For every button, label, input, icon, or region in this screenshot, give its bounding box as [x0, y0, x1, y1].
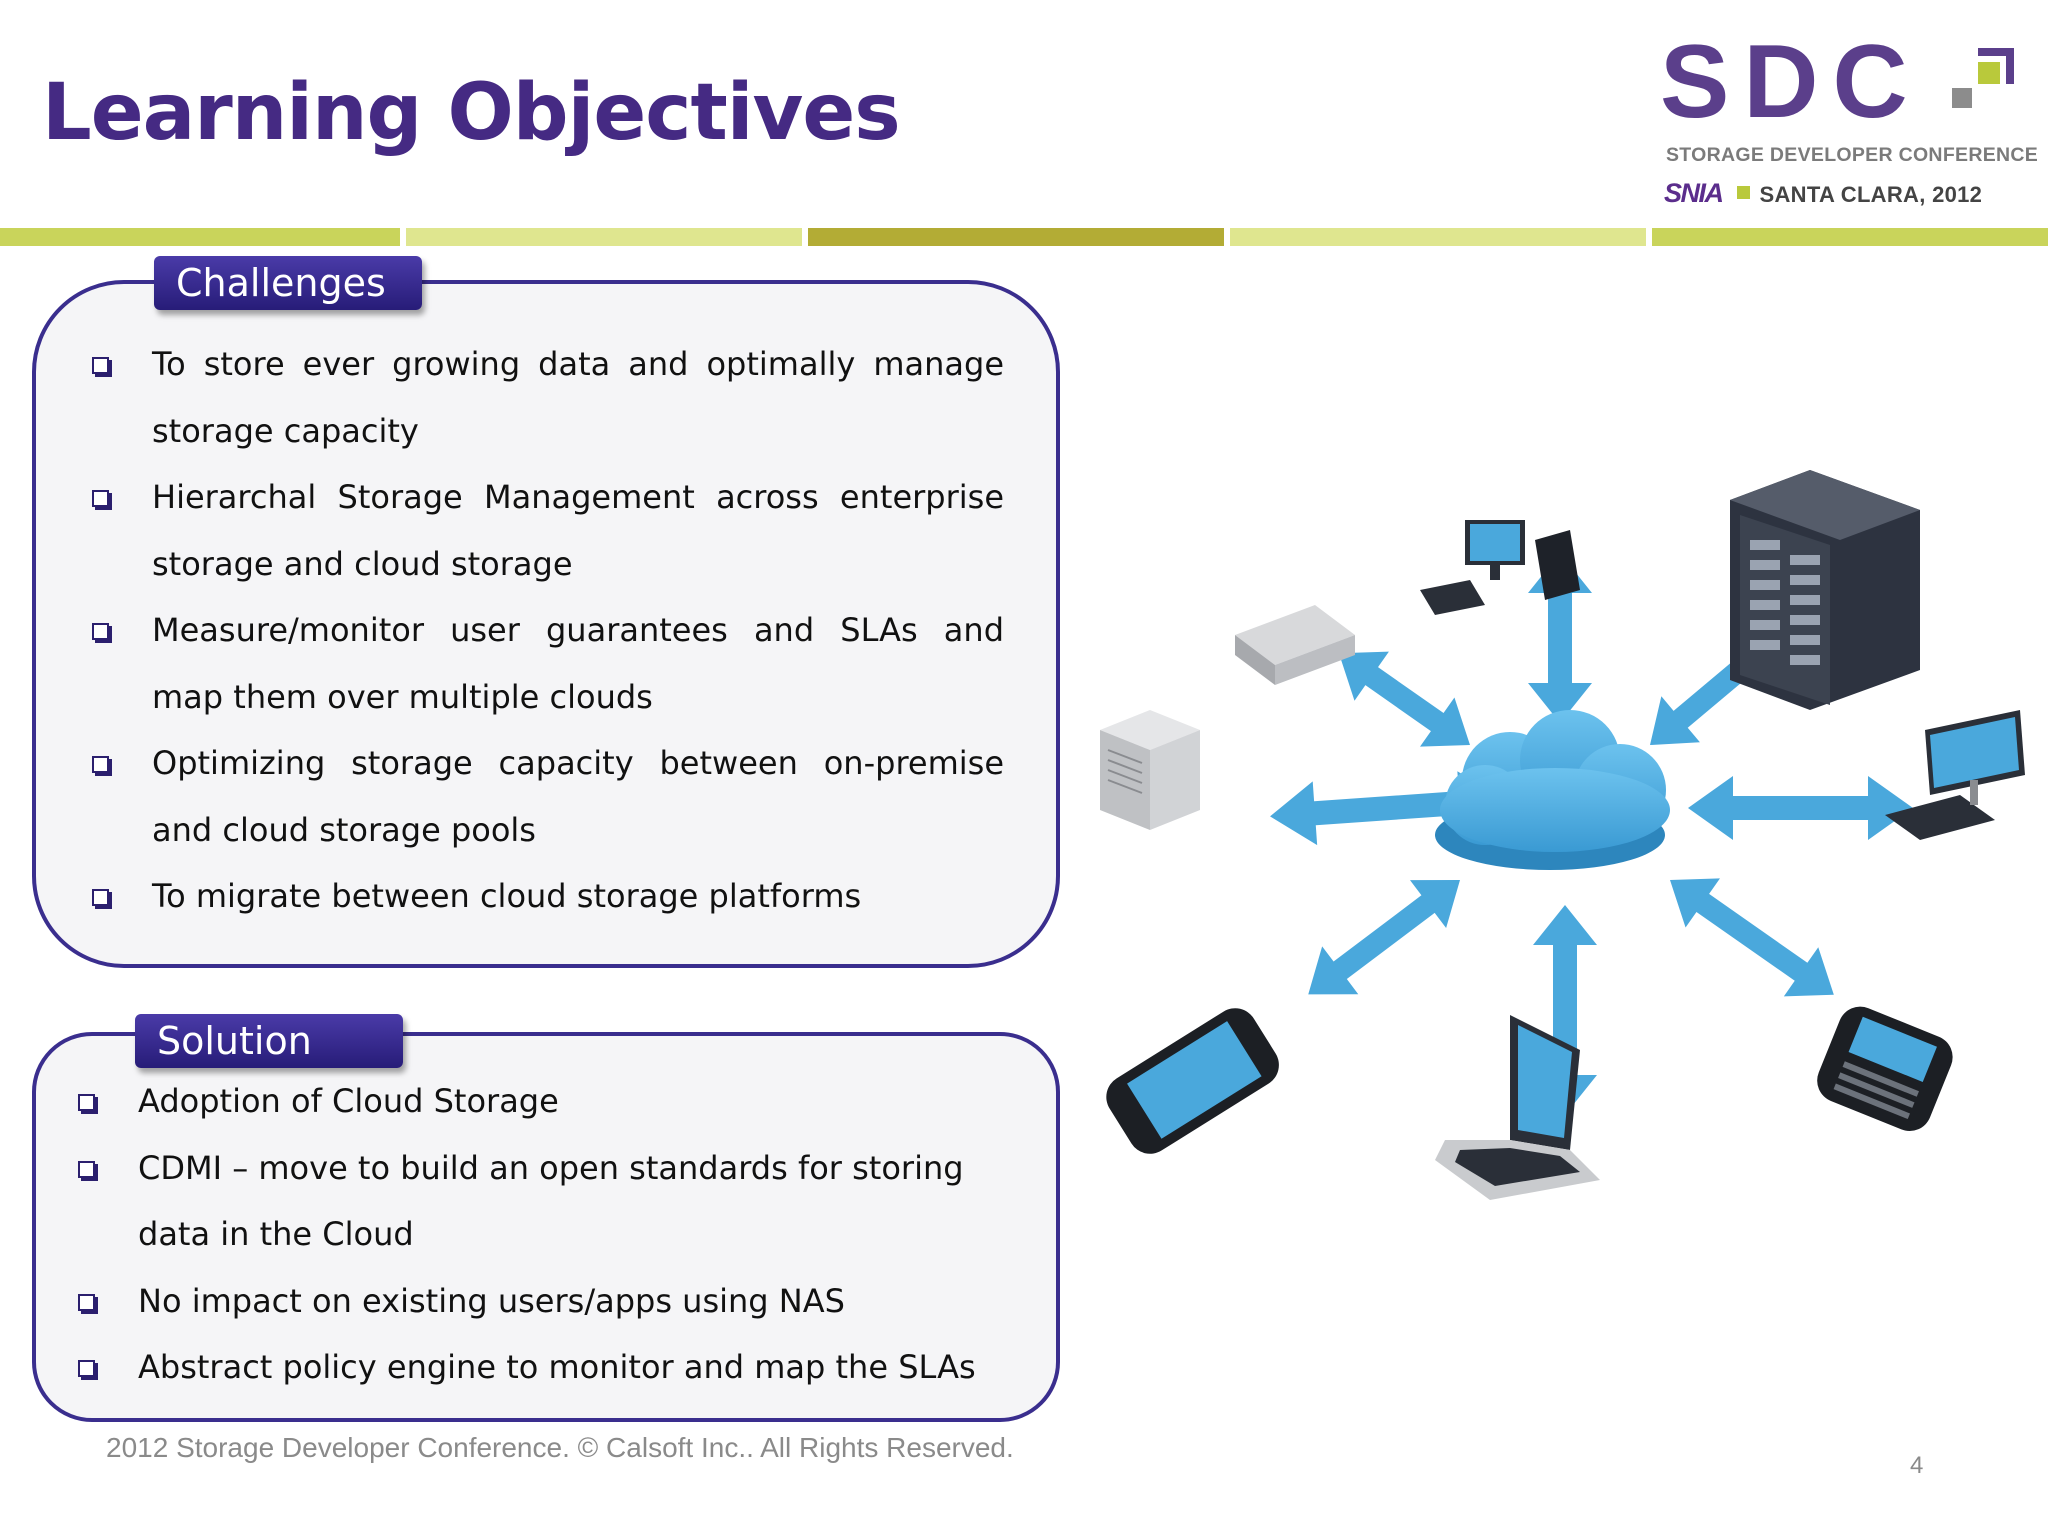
- page-number: 4: [1910, 1452, 1924, 1479]
- arrow-lower-right: [1670, 878, 1834, 997]
- list-item: Optimizing storage capacity between on-p…: [92, 730, 1004, 863]
- checkbox-bullet-icon: [78, 1160, 95, 1178]
- logo-square-icon: [1736, 186, 1750, 199]
- tower-server-icon: [1100, 710, 1200, 830]
- list-item: Measure/monitor user guarantees and SLAs…: [92, 597, 1004, 730]
- checkbox-bullet-icon: [92, 357, 109, 374]
- blackberry-phone-icon: [1817, 1006, 1953, 1132]
- list-item: Hierarchal Storage Management across ent…: [92, 464, 1004, 597]
- checkbox-bullet-icon: [78, 1094, 95, 1111]
- cloud-icon: [1435, 710, 1670, 870]
- logo-bottom-line: SNIA SANTA CLARA, 2012: [1664, 178, 1982, 209]
- challenges-heading: Challenges: [154, 256, 422, 310]
- list-item: Abstract policy engine to monitor and ma…: [78, 1334, 1018, 1401]
- arrow-down: [1533, 905, 1597, 1115]
- logo-squares-icon: [1952, 48, 2014, 108]
- smartphone-icon: [1106, 1008, 1279, 1154]
- desktop-pc-icon: [1420, 520, 1580, 615]
- list-item: CDMI – move to build an open standards f…: [78, 1135, 1018, 1268]
- arrow-upper-left: [1338, 651, 1470, 747]
- laptop-icon: [1435, 1015, 1600, 1200]
- logo-location: SANTA CLARA, 2012: [1759, 182, 1983, 207]
- solution-list: Adoption of Cloud Storage CDMI – move to…: [78, 1068, 1018, 1401]
- list-item: Adoption of Cloud Storage: [78, 1068, 1018, 1135]
- challenges-list: To store ever growing data and optimally…: [92, 331, 1004, 930]
- arrow-lower-left: [1308, 880, 1460, 995]
- slide-title: Learning Objectives: [42, 68, 901, 158]
- solution-heading: Solution: [135, 1014, 403, 1068]
- arrow-right: [1688, 776, 1913, 840]
- checkbox-bullet-icon: [78, 1293, 95, 1311]
- checkbox-bullet-icon: [92, 756, 109, 773]
- header-stripe: [0, 228, 2048, 246]
- monitor-icon: [1885, 710, 2025, 840]
- nas-box-icon: [1235, 605, 1355, 685]
- logo-subtitle: STORAGE DEVELOPER CONFERENCE: [1666, 144, 2039, 166]
- arrow-left: [1270, 771, 1505, 846]
- list-item: To store ever growing data and optimally…: [92, 331, 1004, 464]
- checkbox-bullet-icon: [78, 1360, 95, 1377]
- checkbox-bullet-icon: [92, 623, 109, 640]
- challenges-box: [32, 280, 1060, 968]
- checkbox-bullet-icon: [92, 889, 109, 906]
- snia-logo: SNIA: [1664, 178, 1724, 208]
- cloud-network-illustration: [1100, 470, 2025, 1200]
- logo-acronym: SDC: [1660, 24, 1922, 140]
- server-rack-icon: [1730, 470, 1920, 710]
- list-item: To migrate between cloud storage platfor…: [92, 863, 1004, 930]
- footer-copyright: 2012 Storage Developer Conference. © Cal…: [106, 1432, 1014, 1463]
- checkbox-bullet-icon: [92, 490, 109, 507]
- arrow-up: [1528, 553, 1592, 723]
- solution-box: [32, 1032, 1060, 1422]
- list-item: No impact on existing users/apps using N…: [78, 1268, 1018, 1335]
